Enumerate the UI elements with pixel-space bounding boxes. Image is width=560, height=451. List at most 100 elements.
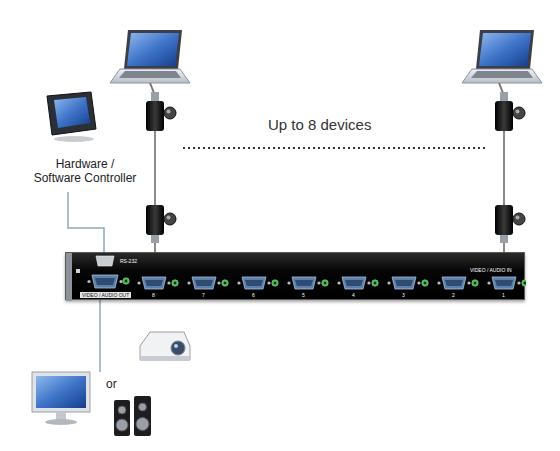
or-label: or [106,377,117,391]
port-pins [295,280,313,286]
extender-unit [146,205,164,235]
jack-hole [324,282,326,284]
port-shell [92,275,118,288]
laptop-screen [127,33,179,66]
port-pins [445,280,463,286]
audio-jack [222,280,228,286]
laptop-base [110,69,190,83]
port-pins [95,278,115,285]
laptop-lid [476,30,534,69]
laptop-lid [124,30,182,69]
projector-lens [171,341,185,355]
extender-knob [513,213,525,225]
port-screw [467,281,470,284]
knob-highlight [516,216,520,220]
port-screw [337,281,340,284]
projector-body [140,332,190,360]
laptop-screen [479,33,531,66]
port-number: 3 [402,292,405,298]
jack-hole [174,282,176,284]
port-screw [387,281,390,284]
speaker-cabinet [114,400,130,436]
port-pins [395,280,413,286]
port-shell [142,277,166,289]
panel-ear [66,253,72,301]
cable [503,131,505,205]
extender-unit [495,205,513,235]
laptop-keyboard [119,71,181,78]
lens-highlight [174,344,178,348]
port-shell [442,277,466,289]
speakers-icon [114,396,151,436]
cable [150,83,154,93]
controller-screen [54,97,90,128]
extender-chain-left [146,83,176,253]
extender-unit [495,101,513,131]
port-screw [217,281,220,284]
cable [499,83,503,93]
port-number: 5 [302,292,305,298]
port-pins [495,280,513,286]
port-pins [245,280,263,286]
plug [151,92,159,102]
controller-icon [47,92,96,142]
vga-port [87,275,122,288]
vga-port [137,277,170,289]
port-number: 4 [352,292,355,298]
output-wire [99,300,101,372]
laptop-right [462,30,542,83]
cable [154,131,156,205]
monitor-icon [32,372,90,425]
port-screw [367,281,370,284]
audio-jack [522,280,526,286]
speaker-cabinet [134,396,151,436]
controller-body [47,92,96,135]
audio-jack [422,280,428,286]
port-screw [187,281,190,284]
controller-stand [54,136,94,142]
port-screw [317,281,320,284]
port-number: 2 [452,292,455,298]
port-number: 7 [202,292,205,298]
knob-highlight [167,110,171,114]
plug [500,92,508,102]
laptop-base [462,69,542,83]
audio-jack [272,280,278,286]
laptop-keyboard [471,71,533,78]
monitor-screen [36,376,86,408]
extender-chain-right [495,83,525,253]
port-screw [237,281,240,284]
jack-hole [424,282,426,284]
extender-knob [513,107,525,119]
port-number: 1 [502,292,505,298]
knob-highlight [167,216,171,220]
vga-port [437,277,470,289]
dotted-line [183,147,488,149]
projector-icon [140,332,190,361]
port-label: VIDEO / AUDIO IN [470,267,512,273]
switch-panel: RS-232VIDEO / AUDIO OUT87654321VIDEO / A… [65,252,525,300]
audio-jack [372,280,378,286]
power-led [76,269,80,273]
audio-jack [172,280,178,286]
port-pins [145,280,163,286]
vga-port [337,277,370,289]
plug [151,235,159,243]
port-shell [492,277,516,289]
port-number: 8 [152,292,155,298]
audio-jack [322,280,328,286]
port-screw [437,281,440,284]
port-screw [287,281,290,284]
vga-port [387,277,420,289]
port-screw [167,281,170,284]
audio-jack [472,280,478,286]
port-screw [87,280,90,283]
vga-port [487,277,520,289]
speaker-cone [139,403,147,411]
port-shell [292,277,316,289]
jack-hole [274,282,276,284]
devices-note: Up to 8 devices [268,116,371,134]
jack-hole [524,282,526,284]
knob-highlight [516,110,520,114]
port-screw [517,281,520,284]
